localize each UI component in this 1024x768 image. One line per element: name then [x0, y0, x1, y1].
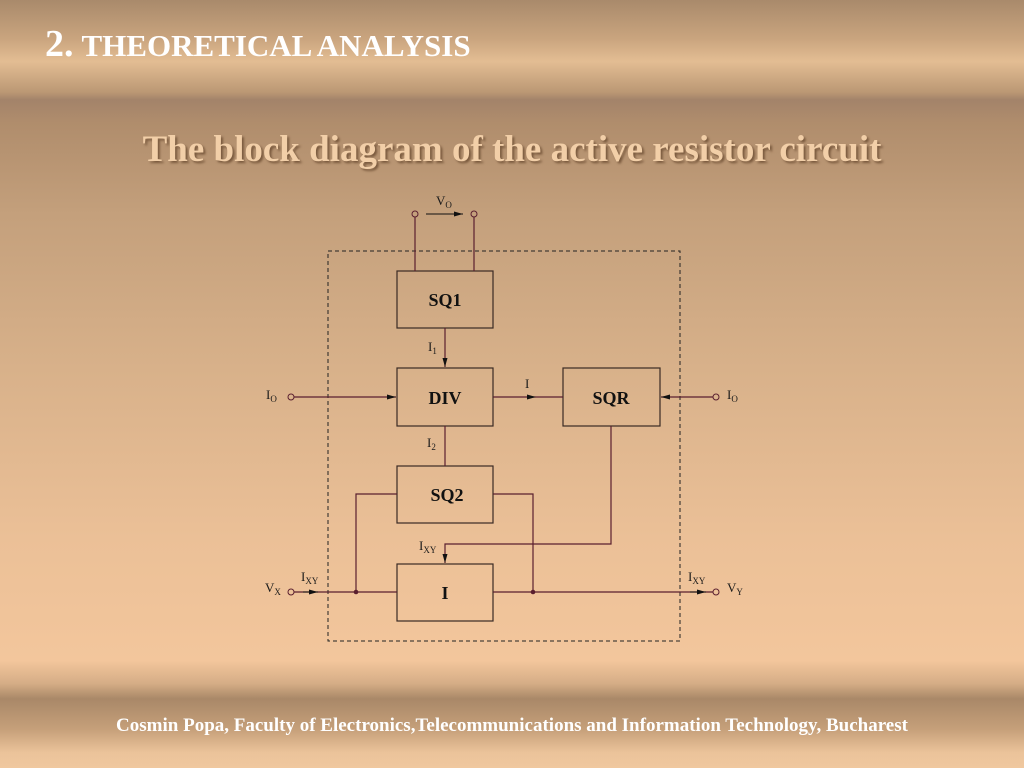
block-sqr: SQR — [562, 367, 661, 427]
label-vx: VX — [265, 580, 281, 597]
block-i-label: I — [441, 583, 448, 603]
label-ixy-right: IXY — [688, 569, 706, 586]
vo-terminals — [411, 210, 478, 271]
io-right-input — [661, 393, 720, 401]
block-sq2-label: SQ2 — [430, 485, 463, 505]
block-div-label: DIV — [428, 388, 461, 408]
section-title: 2. THEORETICAL ANALYSIS — [45, 22, 471, 66]
section-number: 2. — [45, 23, 74, 65]
block-sq1: SQ1 — [396, 270, 494, 329]
vy-output — [493, 588, 720, 596]
label-i2: I2 — [427, 435, 436, 452]
label-vy: VY — [727, 580, 743, 597]
label-ixy-top: IXY — [419, 538, 437, 555]
label-vo: VO — [436, 193, 452, 210]
label-io-left: IO — [266, 387, 277, 404]
section-heading: THEORETICAL ANALYSIS — [81, 28, 471, 63]
block-div: DIV — [396, 367, 494, 427]
wire-sq2-right — [493, 493, 534, 592]
block-sq1-label: SQ1 — [428, 290, 461, 310]
label-ixy-left: IXY — [301, 569, 319, 586]
footer-credit: Cosmin Popa, Faculty of Electronics,Tele… — [116, 715, 908, 736]
label-io-right: IO — [727, 387, 738, 404]
wire-ixy-sqr — [442, 426, 612, 563]
block-sq2: SQ2 — [396, 465, 494, 524]
label-i-mid: I — [525, 376, 529, 391]
block-sqr-label: SQR — [592, 388, 630, 408]
block-i: I — [396, 563, 494, 622]
label-i1: I1 — [428, 339, 437, 356]
vx-input — [287, 588, 397, 596]
wire-sq2-left — [355, 493, 397, 592]
circuit-boundary — [327, 250, 681, 642]
slide-title: The block diagram of the active resistor… — [142, 129, 882, 170]
io-left-input — [287, 393, 396, 401]
